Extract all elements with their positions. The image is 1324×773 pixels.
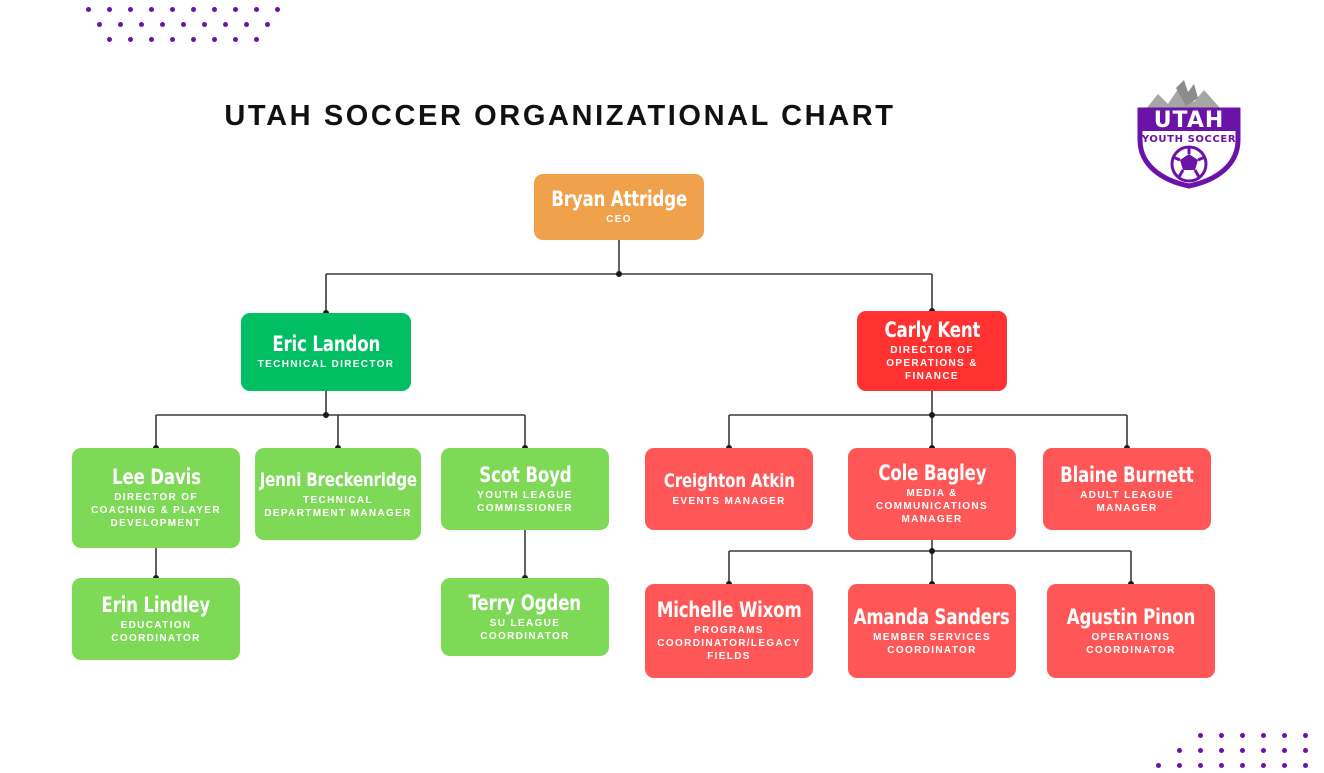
node-job-title: ADULT LEAGUE MANAGER	[1080, 489, 1174, 514]
decorative-dot	[1240, 733, 1245, 738]
decorative-dot	[149, 7, 154, 12]
decorative-dot	[254, 7, 259, 12]
decorative-dot	[1261, 733, 1266, 738]
decorative-dot	[1282, 763, 1287, 768]
decorative-dot	[275, 7, 280, 12]
node-job-title: YOUTH LEAGUE COMMISSIONER	[477, 489, 573, 514]
decorative-dot	[1282, 733, 1287, 738]
node-job-title: CEO	[606, 214, 632, 225]
decorative-dot	[254, 37, 259, 42]
decorative-dot	[128, 7, 133, 12]
node-job-title: EDUCATION COORDINATOR	[111, 619, 201, 644]
node-person-name: Jenni Breckenridge	[259, 468, 417, 491]
node-job-title: TECHNICAL DEPARTMENT MANAGER	[264, 494, 412, 519]
decorative-dot	[1261, 748, 1266, 753]
decorative-dot	[243, 22, 249, 27]
decorative-dot	[1198, 748, 1203, 753]
decorative-dot	[191, 37, 196, 42]
decorative-dots-top-left	[78, 2, 288, 47]
node-job-title: SU LEAGUE COORDINATOR	[480, 617, 570, 642]
decorative-dot	[191, 7, 196, 12]
node-job-title: DIRECTOR OF COACHING & PLAYER DEVELOPMEN…	[91, 492, 221, 529]
decorative-dot	[128, 37, 133, 42]
node-person-name: Creighton Atkin	[663, 470, 795, 492]
node-person-name: Amanda Sanders	[853, 604, 1011, 629]
decorative-dot	[1303, 763, 1308, 768]
decorative-dot	[212, 7, 217, 12]
decorative-dot	[170, 7, 175, 12]
decorative-dot	[86, 7, 91, 12]
node-person-name: Carly Kent	[884, 318, 980, 342]
node-person-name: Terry Ogden	[468, 590, 582, 615]
node-job-title: EVENTS MANAGER	[672, 496, 786, 507]
decorative-dot	[180, 22, 186, 27]
node-job-title: MEDIA & COMMUNICATIONS MANAGER	[875, 488, 989, 525]
decorative-dot	[233, 37, 238, 42]
decorative-dot	[1219, 733, 1224, 738]
decorative-dot	[1303, 733, 1308, 738]
decorative-dot	[107, 37, 112, 42]
decorative-dot	[107, 7, 112, 12]
node-person-name: Bryan Attridge	[551, 187, 687, 211]
node-job-title: TECHNICAL DIRECTOR	[257, 359, 395, 370]
decorative-dot	[1303, 748, 1308, 753]
node-person-name: Agustin Pinon	[1066, 604, 1196, 629]
node-job-title: DIRECTOR OF OPERATIONS & FINANCE	[886, 345, 978, 382]
decorative-dot	[138, 22, 144, 27]
decorative-dot	[159, 22, 165, 27]
node-job-title: PROGRAMS COORDINATOR/LEGACY FIELDS	[657, 625, 801, 662]
node-person-name: Erin Lindley	[101, 592, 211, 617]
decorative-dot	[1156, 763, 1161, 768]
svg-text:UTAH: UTAH	[1154, 108, 1225, 133]
decorative-dot	[1261, 763, 1266, 768]
decorative-dot	[222, 22, 228, 27]
decorative-dot	[212, 37, 217, 42]
decorative-dot	[1177, 748, 1182, 753]
node-person-name: Blaine Burnett	[1060, 462, 1194, 487]
node-job-title: OPERATIONS COORDINATOR	[1086, 631, 1176, 656]
decorative-dot	[1282, 748, 1287, 753]
node-person-name: Lee Davis	[111, 465, 201, 489]
decorative-dot	[1240, 748, 1245, 753]
decorative-dots-bottom-right	[1148, 728, 1324, 773]
node-person-name: Scot Boyd	[478, 462, 572, 487]
decorative-dot	[233, 7, 238, 12]
page-title: UTAH SOCCER ORGANIZATIONAL CHART	[224, 100, 896, 132]
decorative-dot	[1240, 763, 1245, 768]
decorative-dot	[201, 22, 207, 27]
utah-youth-soccer-logo: UTAH YOUTH SOCCER	[1128, 78, 1250, 190]
decorative-dot	[1198, 763, 1203, 768]
node-person-name: Michelle Wixom	[656, 598, 802, 622]
decorative-dot	[170, 37, 175, 42]
decorative-dot	[1198, 733, 1203, 738]
node-person-name: Cole Bagley	[877, 461, 987, 485]
decorative-dot	[117, 22, 123, 27]
decorative-dot	[149, 37, 154, 42]
decorative-dot	[264, 22, 270, 27]
decorative-dot	[1219, 763, 1224, 768]
node-person-name: Eric Landon	[272, 332, 380, 356]
decorative-dot	[1177, 763, 1182, 768]
node-job-title: MEMBER SERVICES COORDINATOR	[873, 631, 991, 656]
decorative-dot	[96, 22, 102, 27]
decorative-dot	[1219, 748, 1224, 753]
svg-text:YOUTH SOCCER: YOUTH SOCCER	[1141, 134, 1236, 145]
